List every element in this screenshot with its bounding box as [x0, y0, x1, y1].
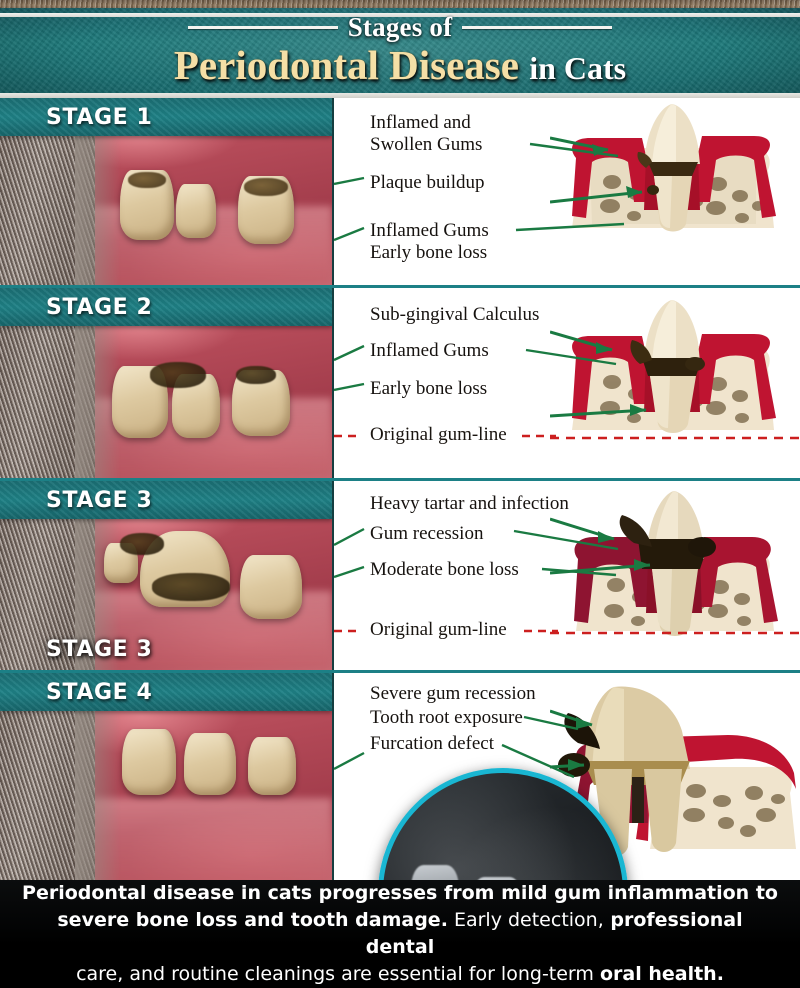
calculus-deposit [150, 362, 206, 388]
label-heavy-tartar-infection: Heavy tartar and infection [370, 493, 569, 514]
tooth-cross-section-svg [549, 491, 800, 636]
page-title-main: Periodontal Disease [173, 41, 519, 88]
tooth-shape [176, 184, 216, 238]
divider-3 [0, 670, 800, 673]
stage-1-tooth-diagram [549, 98, 800, 285]
stage-4-labels: Severe gum recession Tooth root exposure… [334, 673, 800, 888]
footer-line-2a: severe bone loss and tooth damage. [57, 909, 448, 932]
stage-1-bar: STAGE 1 [0, 98, 332, 136]
stage-3-label-overlay: STAGE 3 [46, 637, 153, 662]
stage-row-2: STAGE 2 [0, 288, 800, 478]
stage-3-panel: Heavy tartar and infection Gum recession… [332, 481, 800, 670]
stage-1-photo: STAGE 1 [0, 98, 332, 285]
label-plaque-buildup: Plaque buildup [370, 172, 485, 193]
stage-1-panel: Inflamed and Swollen Gums Plaque buildup… [332, 98, 800, 285]
footer-line-3b: oral health. [599, 962, 724, 985]
tooth-cross-section-svg [549, 104, 776, 232]
label-inflamed-swollen-1: Inflamed and [370, 112, 471, 133]
tartar-deposit [152, 573, 230, 601]
stage-row-3: STAGE 3 STAGE 3 [0, 481, 800, 670]
header-banner: Stages of Periodontal Disease in Cats [0, 8, 800, 93]
calculus-deposit [236, 366, 276, 384]
stage-row-1: STAGE 1 [0, 98, 800, 285]
label-tooth-root-exposure: Tooth root exposure [370, 707, 523, 728]
tooth-shape [240, 555, 302, 619]
stage-3-tooth-diagram [549, 481, 800, 670]
stage-3-bar: STAGE 3 [0, 481, 332, 519]
label-subgingival-calculus: Sub-gingival Calculus [370, 304, 540, 325]
stage-4-label: STAGE 4 [46, 679, 153, 705]
footer-line-2b: Early detection, [447, 909, 604, 932]
label-original-gum-line: Original gum-line [370, 424, 507, 445]
footer-caption-bar: Periodontal disease in cats progresses f… [0, 880, 800, 988]
stage-4-bar: STAGE 4 [0, 673, 332, 711]
stage-3-label: STAGE 3 [46, 487, 153, 513]
label-inflamed-gums: Inflamed Gums [370, 220, 489, 241]
stage-3-labels: Heavy tartar and infection Gum recession… [334, 481, 800, 670]
title-rule-right [462, 25, 613, 29]
label-furcation-defect: Furcation defect [370, 733, 494, 754]
label-inflamed-swollen-2: Swollen Gums [370, 134, 483, 155]
footer-line-2c: professional dental [365, 909, 743, 958]
stage-4-photo: STAGE 4 [0, 673, 332, 888]
label-early-bone-loss: Early bone loss [370, 242, 488, 263]
tooth-cross-section-svg [549, 686, 796, 856]
stage-2-panel: Sub-gingival Calculus Inflamed Gums Earl… [332, 288, 800, 478]
label-original-gum-line: Original gum-line [370, 619, 507, 640]
label-severe-gum-recession: Severe gum recession [370, 683, 536, 704]
stage-2-tooth-diagram [549, 288, 800, 478]
stage-2-labels: Sub-gingival Calculus Inflamed Gums Earl… [334, 288, 800, 478]
stage-2-bar: STAGE 2 [0, 288, 332, 326]
tooth-shape [184, 733, 236, 795]
stage-4-tooth-diagram [549, 673, 800, 888]
header-bottom-rule [0, 93, 800, 98]
title-rule-left [187, 25, 338, 29]
divider-1 [0, 285, 800, 288]
footer-line-3a: care, and routine cleanings are essentia… [76, 962, 600, 985]
label-inflamed-gums: Inflamed Gums [370, 340, 489, 361]
footer-caption-text: Periodontal disease in cats progresses f… [20, 880, 780, 988]
header-top-rule [0, 13, 800, 17]
label-early-bone-loss: Early bone loss [370, 378, 488, 399]
title-subtitle: Stages of [347, 11, 453, 42]
title-line-two: Periodontal Disease in Cats [173, 41, 627, 88]
stage-2-label: STAGE 2 [46, 294, 153, 320]
tooth-cross-section-svg [549, 300, 800, 440]
page-title-suffix: in Cats [529, 49, 627, 86]
stage-1-labels: Inflamed and Swollen Gums Plaque buildup… [334, 98, 800, 285]
label-moderate-bone-loss: Moderate bone loss [370, 559, 519, 580]
divider-2 [0, 478, 800, 481]
label-gum-recession: Gum recession [370, 523, 484, 544]
plaque-deposit [128, 172, 166, 188]
footer-line-1: Periodontal disease in cats progresses f… [22, 882, 778, 905]
tooth-shape [248, 737, 296, 795]
title-line-one: Stages of [187, 11, 613, 43]
stage-3-photo: STAGE 3 STAGE 3 [0, 481, 332, 670]
tooth-shape [122, 729, 176, 795]
stage-2-photo: STAGE 2 [0, 288, 332, 478]
tartar-deposit [120, 533, 164, 555]
stage-1-label: STAGE 1 [46, 104, 153, 130]
plaque-deposit [244, 178, 288, 196]
title-block: Stages of Periodontal Disease in Cats [0, 8, 800, 93]
